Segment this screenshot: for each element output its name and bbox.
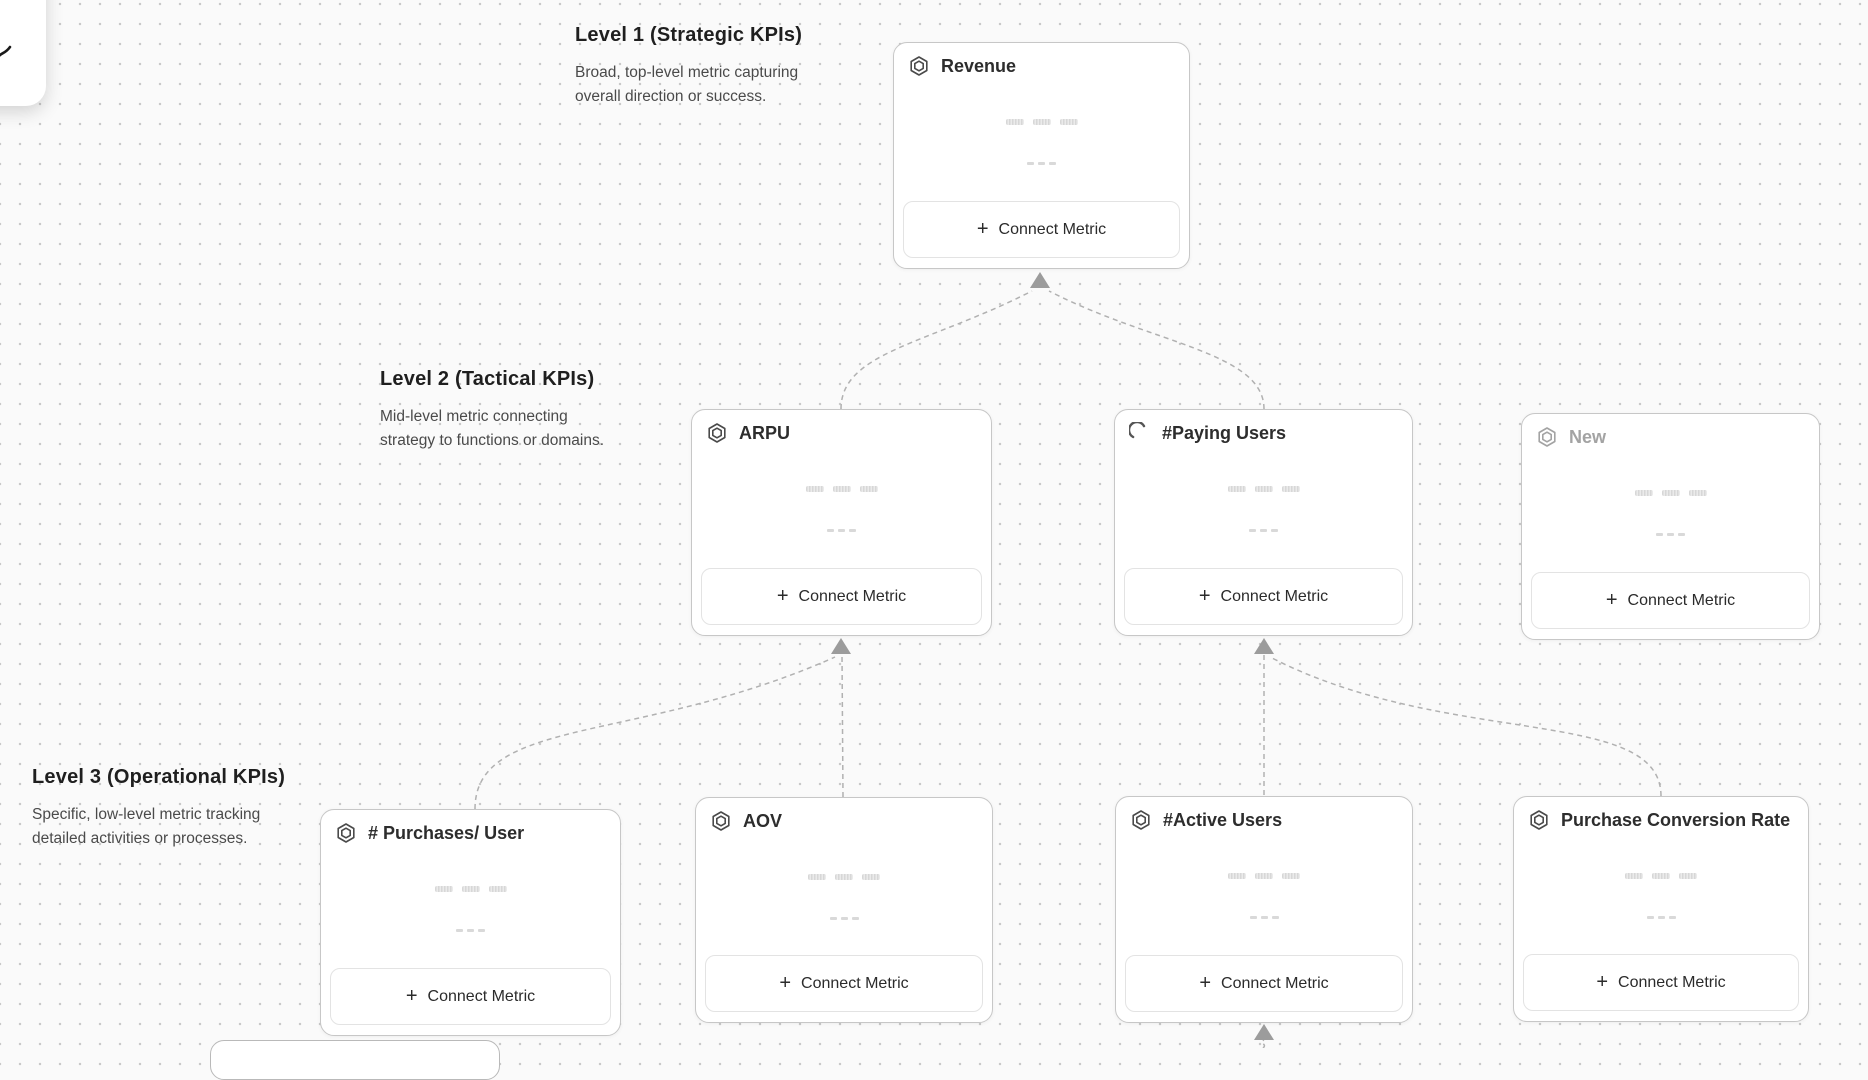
hexagon-metric-icon <box>1536 426 1558 448</box>
skeleton-dashes <box>321 929 620 932</box>
skeleton-bars <box>1115 486 1412 492</box>
metric-card-aov[interactable]: AOV + Connect Metric <box>695 797 993 1023</box>
metric-card-paying-users[interactable]: #Paying Users + Connect Metric <box>1114 409 1413 636</box>
connect-metric-label: Connect Metric <box>798 587 907 605</box>
skeleton-bars <box>894 119 1189 125</box>
corner-panel <box>0 0 46 106</box>
skeleton-bars <box>1116 873 1412 879</box>
level-3-title: Level 3 (Operational KPIs) <box>32 766 286 788</box>
connect-metric-label: Connect Metric <box>427 987 536 1005</box>
skeleton-dashes <box>1116 916 1412 919</box>
metric-card-title: #Paying Users <box>1162 422 1287 443</box>
connect-metric-label: Connect Metric <box>1618 973 1726 991</box>
level-1-title: Level 1 (Strategic KPIs) <box>575 24 803 46</box>
plus-icon: + <box>1199 971 1212 994</box>
level-2-description: Mid-level metric connecting strategy to … <box>380 408 605 449</box>
metric-card-title: AOV <box>743 810 783 831</box>
connect-metric-button[interactable]: + Connect Metric <box>903 201 1180 258</box>
skeleton-dashes <box>696 917 992 920</box>
skeleton-bars <box>692 486 991 492</box>
metric-card-revenue[interactable]: Revenue + Connect Metric <box>893 42 1190 269</box>
metric-card-title: ARPU <box>739 422 791 443</box>
connect-metric-button[interactable]: + Connect Metric <box>1125 955 1403 1012</box>
connect-metric-button[interactable]: + Connect Metric <box>705 955 983 1012</box>
level-2-label: Level 2 (Tactical KPIs) Mid-level metric… <box>380 368 640 453</box>
connect-metric-button[interactable]: + Connect Metric <box>1124 568 1403 625</box>
skeleton-bars <box>321 886 620 892</box>
metric-card-title: Revenue <box>941 55 1017 76</box>
arrowhead-into-payingusers <box>1254 638 1274 654</box>
plus-icon: + <box>1596 970 1609 993</box>
skeleton-bars <box>1522 490 1819 496</box>
cursor-icon <box>0 45 12 57</box>
connect-metric-button[interactable]: + Connect Metric <box>330 968 611 1025</box>
skeleton-bars <box>1514 873 1808 879</box>
plus-icon: + <box>779 971 792 994</box>
level-3-label: Level 3 (Operational KPIs) Specific, low… <box>32 766 312 851</box>
metric-card-purchases-per-user[interactable]: # Purchases/ User + Connect Metric <box>320 809 621 1036</box>
level-2-title: Level 2 (Tactical KPIs) <box>380 368 595 390</box>
hexagon-metric-icon <box>335 822 357 844</box>
connector-payingusers-to-revenue <box>1048 290 1265 410</box>
arrowhead-into-revenue <box>1030 272 1050 288</box>
connect-metric-label: Connect Metric <box>1220 587 1329 605</box>
skeleton-dashes <box>692 529 991 532</box>
metric-card-header: Purchase Conversion Rate <box>1528 809 1790 831</box>
connector-offscreen-to-activeusers <box>1261 1039 1266 1048</box>
metric-card-header: #Active Users <box>1130 809 1282 831</box>
metric-card-purchase-conversion-rate[interactable]: Purchase Conversion Rate + Connect Metri… <box>1513 796 1809 1022</box>
hexagon-metric-icon <box>1130 809 1152 831</box>
connect-metric-label: Connect Metric <box>998 220 1107 238</box>
plus-icon: + <box>1198 584 1211 607</box>
plus-icon: + <box>405 984 418 1007</box>
arrowhead-into-arpu <box>831 638 851 654</box>
metric-card-title: # Purchases/ User <box>368 822 525 843</box>
arrowhead-into-activeusers <box>1254 1024 1274 1040</box>
hexagon-metric-icon <box>908 55 930 77</box>
metric-card-header: # Purchases/ User <box>335 822 524 844</box>
metric-card-partial[interactable] <box>210 1040 500 1080</box>
connect-metric-button[interactable]: + Connect Metric <box>1523 954 1799 1011</box>
connect-metric-label: Connect Metric <box>1221 974 1329 992</box>
loading-spinner-icon <box>1129 422 1151 444</box>
hexagon-metric-icon <box>706 422 728 444</box>
skeleton-dashes <box>1514 916 1808 919</box>
hexagon-metric-icon <box>1528 809 1550 831</box>
metric-card-header: Revenue <box>908 55 1016 77</box>
metric-card-new[interactable]: New + Connect Metric <box>1521 413 1820 640</box>
metric-card-header: ARPU <box>706 422 790 444</box>
connector-aov-to-arpu <box>841 654 844 798</box>
connector-pcr-to-payingusers <box>1271 657 1662 797</box>
metric-card-title: #Active Users <box>1163 809 1283 830</box>
metric-card-title: New <box>1569 426 1607 447</box>
metric-card-header: New <box>1536 426 1606 448</box>
metric-card-header: #Paying Users <box>1129 422 1286 444</box>
connect-metric-label: Connect Metric <box>1627 591 1736 609</box>
metric-card-title: Purchase Conversion Rate <box>1561 809 1791 830</box>
metric-card-header: AOV <box>710 810 782 832</box>
connector-arpu-to-revenue <box>840 290 1033 410</box>
metric-card-arpu[interactable]: ARPU + Connect Metric <box>691 409 992 636</box>
plus-icon: + <box>976 217 989 240</box>
skeleton-bars <box>696 874 992 880</box>
connect-metric-button[interactable]: + Connect Metric <box>701 568 982 625</box>
connect-metric-label: Connect Metric <box>801 974 909 992</box>
level-1-description: Broad, top-level metric capturing overal… <box>575 64 799 105</box>
skeleton-dashes <box>894 162 1189 165</box>
level-1-label: Level 1 (Strategic KPIs) Broad, top-leve… <box>575 24 835 109</box>
connector-purchases-to-arpu <box>474 656 836 810</box>
hexagon-metric-icon <box>710 810 732 832</box>
plus-icon: + <box>1605 588 1618 611</box>
level-3-description: Specific, low-level metric tracking deta… <box>32 806 261 847</box>
plus-icon: + <box>776 584 789 607</box>
metric-card-active-users[interactable]: #Active Users + Connect Metric <box>1115 796 1413 1023</box>
connect-metric-button[interactable]: + Connect Metric <box>1531 572 1810 629</box>
skeleton-dashes <box>1115 529 1412 532</box>
skeleton-dashes <box>1522 533 1819 536</box>
